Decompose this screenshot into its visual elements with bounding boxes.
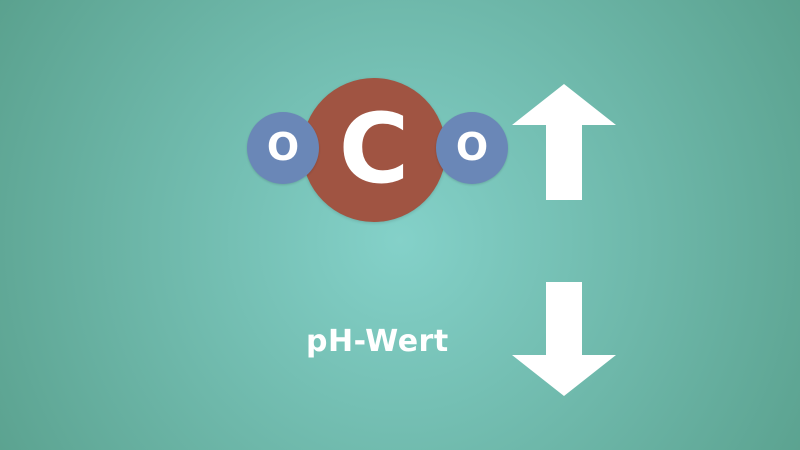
oxygen-atom-left: O	[247, 112, 319, 184]
oxygen-atom-right: O	[436, 112, 508, 184]
carbon-atom: C	[302, 78, 446, 222]
arrow-down-icon	[512, 282, 616, 396]
arrow-up-icon	[512, 84, 616, 200]
carbon-symbol: C	[338, 93, 410, 205]
oxygen-symbol-left: O	[266, 125, 300, 169]
oxygen-symbol-right: O	[455, 125, 489, 169]
ph-value-label: pH-Wert	[306, 324, 449, 359]
